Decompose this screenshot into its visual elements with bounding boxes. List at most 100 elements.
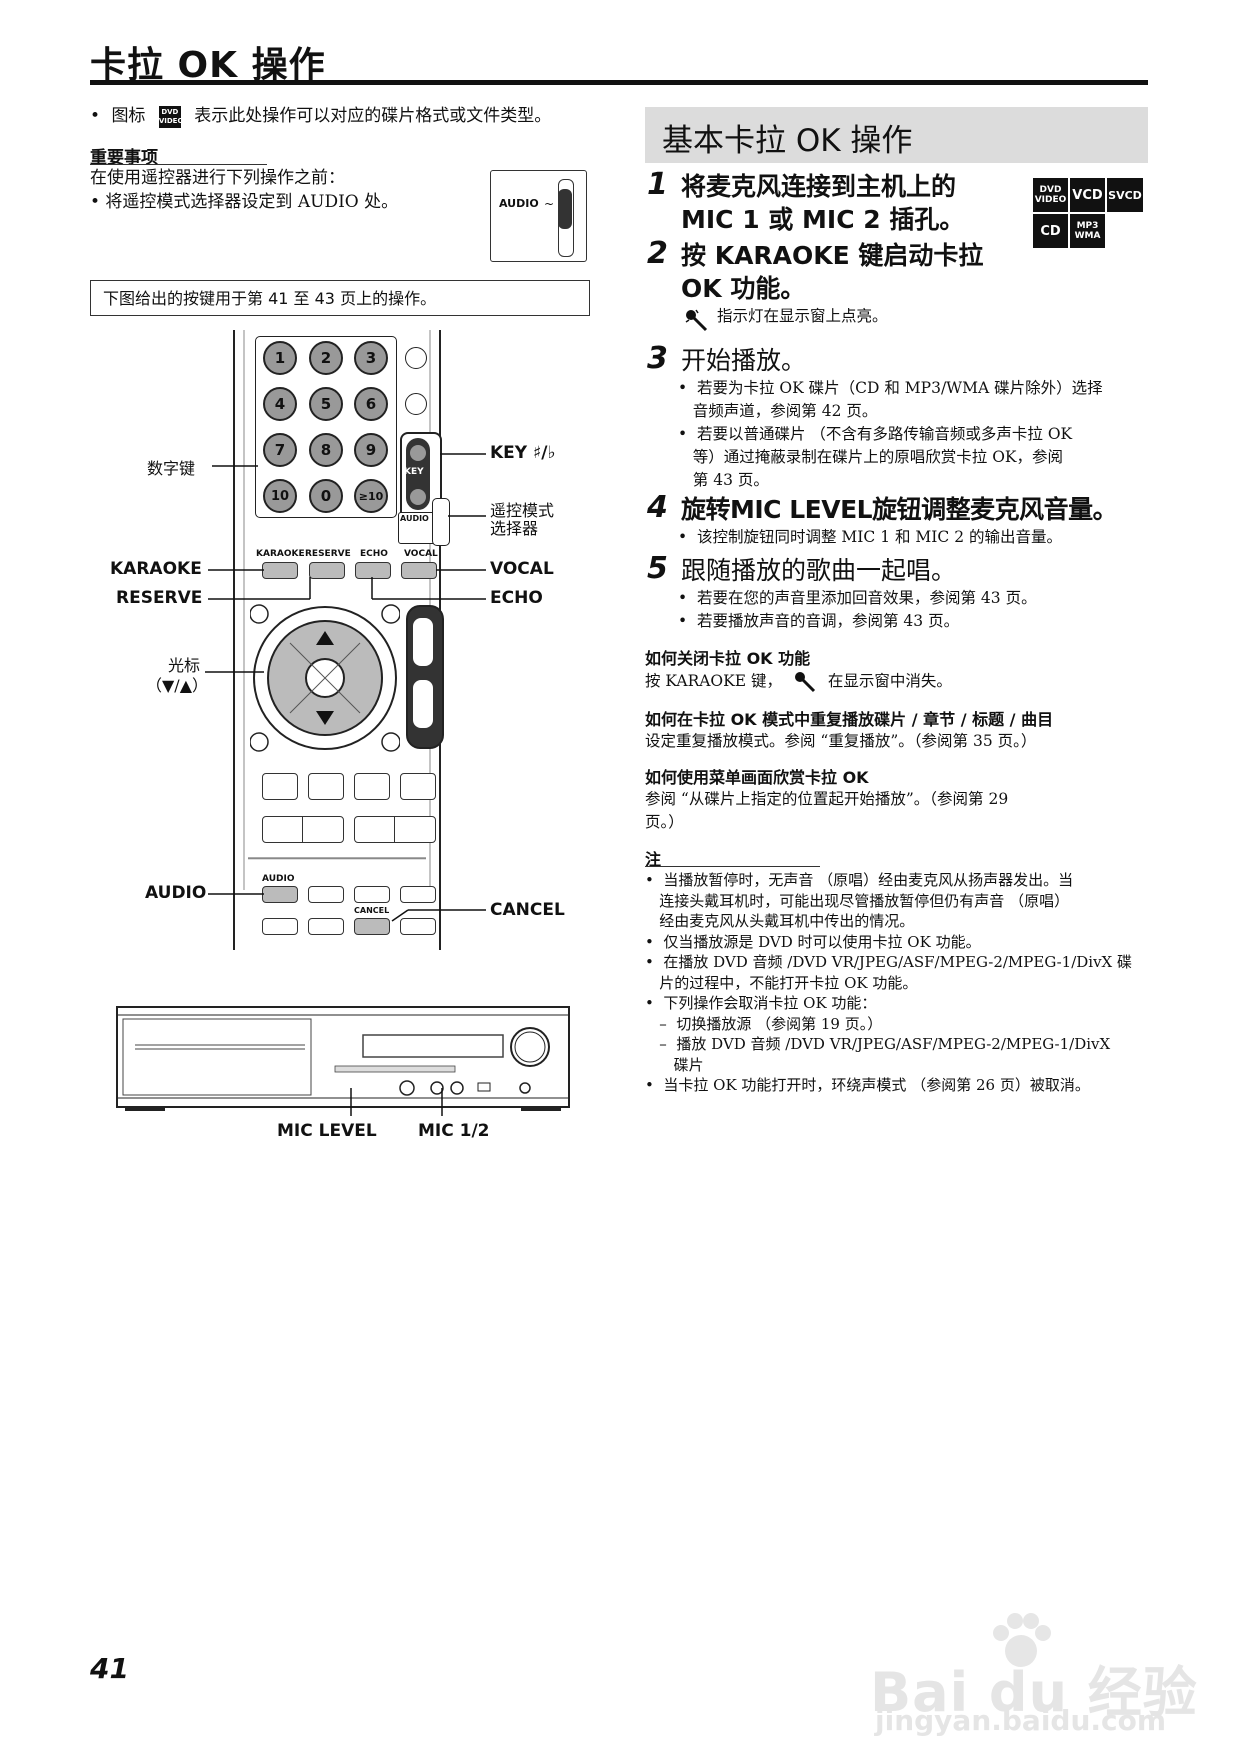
step-5-bullet-line: • 若要播放声音的音调，参阅第 43 页。 [678, 612, 960, 630]
label-mode-selector-2: 选择器 [490, 519, 539, 538]
remote-button[interactable] [262, 918, 298, 935]
remote-button[interactable] [354, 886, 390, 903]
label-karaoke: KARAOKE [110, 559, 202, 579]
note-line: – 切换播放源 （参阅第 19 页。） [645, 1014, 883, 1033]
note-line: 碟片 [645, 1055, 704, 1074]
section-title: 基本卡拉 OK 操作 [662, 123, 913, 159]
label-mic-12: MIC 1/2 [418, 1121, 490, 1141]
paw-watermark-icon [993, 1613, 1051, 1667]
remote-button[interactable] [308, 918, 344, 935]
label-vocal: VOCAL [490, 559, 554, 579]
numkey-8[interactable]: 8 [309, 433, 343, 467]
section-title-bar [645, 107, 1148, 163]
howto-body: 按 KARAOKE 键， 在显示窗中消失。 [645, 670, 952, 694]
remote-button-wide[interactable] [262, 816, 344, 843]
cancel-button[interactable] [354, 918, 390, 935]
microphone-icon [685, 309, 708, 332]
remote-button-wide[interactable] [354, 816, 436, 843]
remote-button[interactable] [308, 773, 344, 800]
label-cursor-1: 光标 [168, 656, 201, 675]
label-number-keys: 数字键 [147, 459, 196, 478]
step-5-bullet-line: • 若要在您的声音里添加回音效果，参阅第 43 页。 [678, 589, 1037, 607]
numkey-2[interactable]: 2 [309, 341, 343, 375]
reserve-button[interactable] [309, 562, 345, 579]
remote-button[interactable] [400, 918, 436, 935]
step-3-line-1: 开始播放。 [681, 346, 807, 375]
page-number: 41 [90, 1652, 129, 1685]
blank-round-button-2[interactable] [405, 393, 427, 415]
step-3-bullet-line: • 若要为卡拉 OK 碟片（CD 和 MP3/WMA 碟片除外）选择 [678, 379, 1103, 397]
step-4-note: • 该控制旋钮同时调整 MIC 1 和 MIC 2 的输出音量。 [678, 528, 1062, 546]
step-5-line-1: 跟随播放的歌曲一起唱。 [681, 556, 957, 585]
label-audio: AUDIO [145, 883, 207, 903]
howto-body-cont: 页。） [645, 813, 684, 831]
howto-heading: 如何关闭卡拉 OK 功能 [645, 649, 811, 668]
remote-button[interactable] [400, 886, 436, 903]
blank-round-button-1[interactable] [405, 347, 427, 369]
important-heading: 重要事项 [90, 148, 158, 168]
numkey-4[interactable]: 4 [263, 387, 297, 421]
remote-button[interactable] [262, 773, 298, 800]
howto-body: 设定重复播放模式。参阅 “重复播放”。（参阅第 35 页。） [645, 732, 1037, 750]
numkey-6[interactable]: 6 [354, 387, 388, 421]
notes-heading: 注 [645, 850, 662, 869]
label-cancel: CANCEL [490, 900, 565, 920]
note-line: 连接头戴耳机时，可能出现尽管播放暂停但仍有声音 （原唱） [645, 891, 1070, 910]
step-2-note: 指示灯在显示窗上点亮。 [717, 307, 888, 325]
microphone-icon [794, 672, 815, 693]
step-1-line-1: 将麦克风连接到主机上的 [681, 172, 957, 201]
step-1-number: 1 [647, 167, 668, 202]
number-keypad [255, 336, 397, 518]
remote-button[interactable] [400, 773, 436, 800]
notes-rule [645, 866, 820, 867]
numkey-0[interactable]: 0 [309, 479, 343, 513]
numkey-1[interactable]: 1 [263, 341, 297, 375]
step-2-line-1: 按 KARAOKE 键启动卡拉 [681, 241, 984, 270]
note-line: 片的过程中，不能打开卡拉 OK 功能。 [645, 973, 918, 992]
step-1-line-2: MIC 1 或 MIC 2 插孔。 [681, 205, 965, 234]
important-line-2: • 将遥控模式选择器设定到 AUDIO 处。 [90, 192, 399, 212]
label-reserve: RESERVE [116, 588, 203, 608]
format-dvd-video-badge: DVD VIDEO [1033, 178, 1068, 212]
format-mp3-wma-badge: MP3 WMA [1070, 214, 1105, 248]
step-2-number: 2 [647, 236, 668, 271]
cursor-down-icon [316, 711, 334, 725]
audio-switch-illustration: AUDIO ~ [490, 170, 587, 262]
note-line: • 当卡拉 OK 功能打开时，环绕声模式 （参阅第 26 页）被取消。 [645, 1076, 1090, 1094]
numkey-10[interactable]: 10 [263, 479, 297, 513]
label-key: KEY ♯/♭ [490, 443, 556, 463]
important-rule [90, 164, 267, 165]
callout-lines [205, 453, 486, 922]
note-line: • 在播放 DVD 音频 /DVD VR/JPEG/ASF/MPEG-2/MPE… [645, 953, 1132, 971]
note-line: • 下列操作会取消卡拉 OK 功能： [645, 994, 877, 1012]
title-rule [90, 80, 1148, 85]
unit-callout-lines [350, 1088, 443, 1116]
label-mic-level: MIC LEVEL [277, 1121, 377, 1141]
echo-button[interactable] [355, 562, 391, 579]
remote-button[interactable] [354, 773, 390, 800]
note-line: • 仅当播放源是 DVD 时可以使用卡拉 OK 功能。 [645, 932, 981, 951]
numkey-9[interactable]: 9 [354, 433, 388, 467]
step-3-number: 3 [647, 341, 668, 376]
step-3-bullet-line: 等）通过掩蔽录制在碟片上的原唱欣赏卡拉 OK，参阅 [678, 448, 1063, 466]
numkey-7[interactable]: 7 [263, 433, 297, 467]
howto-heading: 如何在卡拉 OK 模式中重复播放碟片 / 章节 / 标题 / 曲目 [645, 710, 1054, 729]
notes-list: • 当播放暂停时，无声音 （原唱）经由麦克风从扬声器发出。当 连接头戴耳机时，可… [645, 870, 1132, 1096]
step-3-bullet-line: 第 43 页。 [678, 471, 769, 489]
label-mode-selector-1: 遥控模式 [490, 501, 555, 520]
format-svcd-badge: SVCD [1107, 178, 1143, 212]
step-4-line-1: 旋转MIC LEVEL旋钮调整麦克风音量。 [681, 495, 1118, 524]
howto-body: 参阅 “从碟片上指定的位置起开始播放”。（参阅第 29 [645, 790, 1009, 808]
numkey-5[interactable]: 5 [309, 387, 343, 421]
numkey-3[interactable]: 3 [354, 341, 388, 375]
cursor-pad[interactable] [250, 603, 400, 753]
note-line: 经由麦克风从头戴耳机中传出的情况。 [645, 912, 915, 930]
main-unit-illustration [116, 1006, 570, 1111]
step-5-number: 5 [647, 551, 668, 586]
howto-heading: 如何使用菜单画面欣赏卡拉 OK [645, 768, 869, 787]
numkey-ge10[interactable]: ≥10 [354, 479, 388, 513]
remote-button[interactable] [308, 886, 344, 903]
watermark-logo: Bai du 经验 [870, 1661, 1198, 1724]
